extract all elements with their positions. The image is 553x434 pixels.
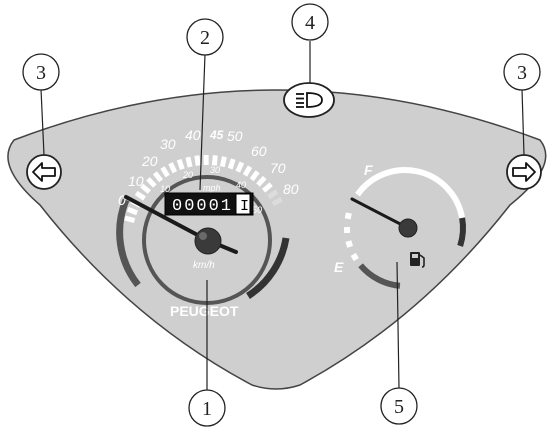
speedometer-tick bbox=[140, 183, 151, 194]
headlight-indicator bbox=[283, 82, 335, 118]
speedometer-hub-highlight bbox=[199, 232, 207, 240]
speedometer-tick bbox=[227, 158, 236, 170]
speedometer-kmh-label: 50 bbox=[227, 128, 243, 144]
odometer-digits: 00001 bbox=[172, 197, 233, 216]
callout-5: 5 bbox=[380, 387, 418, 425]
fuel-arc-tick bbox=[345, 240, 353, 248]
speedometer-mph-scale: 10 20 30 40 50 bbox=[160, 165, 262, 215]
arrow-left-icon bbox=[32, 162, 56, 182]
fuel-empty-label: E bbox=[334, 259, 344, 275]
speedometer-tick bbox=[235, 161, 245, 173]
speedometer-tick bbox=[124, 215, 136, 224]
speedometer-tick bbox=[134, 190, 146, 201]
fuel-arc-full-end bbox=[457, 217, 466, 247]
leader-line-3-right bbox=[521, 88, 525, 156]
leader-line-3-left bbox=[40, 88, 45, 156]
odometer-tenths: I bbox=[240, 198, 249, 215]
speedometer-mph-label: 30 bbox=[210, 165, 220, 175]
arrow-right-icon bbox=[512, 162, 536, 182]
leader-line-2 bbox=[199, 53, 206, 191]
speedometer-kmh-label: 10 bbox=[128, 173, 144, 189]
speedometer-tick bbox=[249, 170, 260, 182]
speedometer-kmh-label: 0 bbox=[118, 192, 126, 208]
callout-3-right: 3 bbox=[503, 53, 541, 91]
turn-indicator-right bbox=[506, 154, 542, 190]
callout-3-right-number: 3 bbox=[517, 62, 527, 84]
callout-2: 2 bbox=[186, 18, 224, 56]
speedometer-tick bbox=[152, 171, 164, 183]
odometer-window bbox=[164, 192, 254, 216]
speedometer-kmh-label: 45 bbox=[209, 128, 224, 142]
speedometer-tick bbox=[211, 155, 218, 166]
turn-indicator-left bbox=[26, 154, 62, 190]
speedometer-tick bbox=[271, 197, 283, 207]
speedometer-tick bbox=[160, 166, 170, 178]
speedometer-tick bbox=[256, 175, 267, 187]
speedometer-outer-arc-end bbox=[246, 237, 290, 299]
fuel-gauge-arc bbox=[343, 167, 466, 289]
callout-4: 4 bbox=[291, 3, 329, 41]
speedometer-tick bbox=[194, 155, 201, 166]
callout-1: 1 bbox=[188, 389, 226, 427]
callout-leader-lines bbox=[40, 41, 525, 390]
dashboard-panel bbox=[7, 89, 547, 390]
speedometer-outer-arc-dark bbox=[116, 198, 141, 288]
speedometer-kmh-label: 20 bbox=[141, 153, 158, 169]
speedometer-kmh-label: 40 bbox=[185, 127, 201, 143]
speedometer-mph-unit: mph bbox=[203, 183, 221, 193]
speedometer-kmh-label: 30 bbox=[160, 136, 176, 152]
brand-logo-text: PEUGEOT bbox=[170, 303, 239, 319]
speedometer-mph-label: 40 bbox=[236, 180, 246, 190]
speedometer-kmh-label: 70 bbox=[270, 160, 286, 176]
callout-1-number: 1 bbox=[202, 398, 212, 420]
fuel-pump-icon bbox=[410, 252, 425, 268]
speedometer-tick bbox=[242, 165, 253, 177]
leader-line-5 bbox=[396, 261, 400, 389]
callout-4-number: 4 bbox=[305, 12, 315, 34]
odometer-tenths-cell bbox=[235, 193, 251, 215]
speedometer-hub bbox=[194, 227, 222, 255]
fuel-gauge-hub bbox=[398, 218, 418, 238]
fuel-gauge: F E bbox=[334, 162, 466, 289]
speedometer-mph-label: 10 bbox=[160, 184, 170, 194]
fuel-arc-upper bbox=[355, 167, 466, 219]
speedometer-tick bbox=[168, 162, 178, 174]
speedometer-tick bbox=[146, 177, 157, 188]
speedometer-tick bbox=[176, 158, 185, 170]
speedometer-tick bbox=[185, 156, 193, 168]
callout-3-left: 3 bbox=[22, 53, 60, 91]
speedometer-tick bbox=[267, 189, 279, 200]
speedometer-kmh-label: 60 bbox=[251, 143, 267, 159]
speedometer-kmh-label: 80 bbox=[283, 181, 299, 197]
fuel-full-label: F bbox=[364, 162, 373, 178]
callout-2-number: 2 bbox=[200, 27, 210, 49]
fuel-arc-empty-end bbox=[358, 263, 401, 289]
speedometer-tick bbox=[126, 206, 138, 216]
speedometer-mph-label: 20 bbox=[182, 170, 193, 180]
speedometer-tick-ring bbox=[124, 154, 283, 224]
callout-5-number: 5 bbox=[394, 396, 404, 418]
speedometer-tick bbox=[219, 156, 227, 168]
speedometer-unit-label: km/h bbox=[193, 260, 215, 271]
fuel-gauge-needle bbox=[350, 197, 410, 230]
odometer: 00001 I bbox=[164, 192, 254, 216]
fuel-arc-tick bbox=[344, 212, 352, 220]
fuel-arc-tick bbox=[350, 252, 359, 262]
high-beam-icon bbox=[296, 92, 323, 108]
speedometer-mph-label: 50 bbox=[252, 205, 262, 215]
callout-3-left-number: 3 bbox=[36, 62, 46, 84]
speedometer-tick bbox=[261, 182, 273, 193]
